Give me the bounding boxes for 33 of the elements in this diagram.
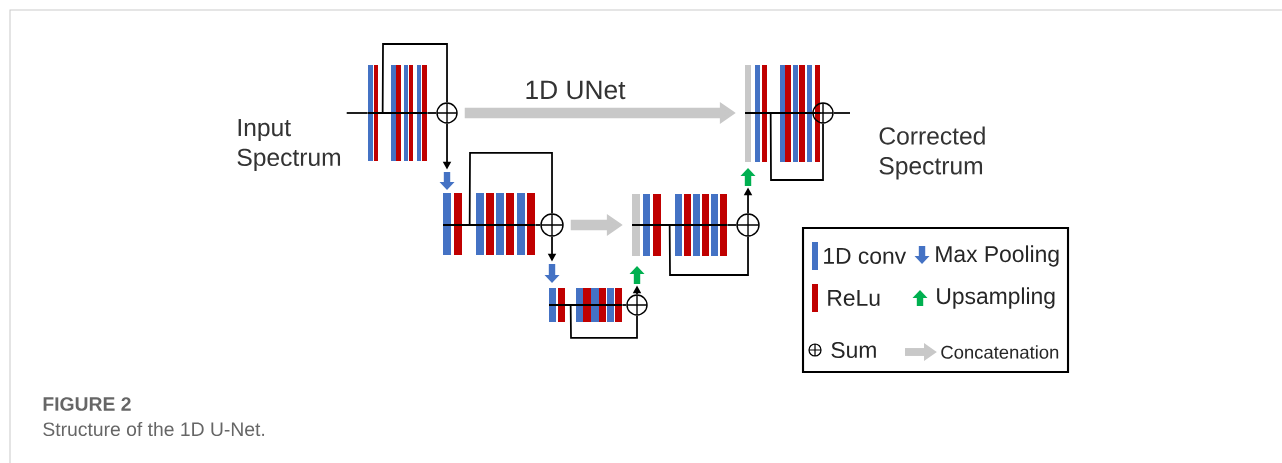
legend-label: Upsampling	[937, 287, 1055, 309]
conv-block-drawing	[740, 65, 821, 186]
connector-line	[569, 304, 638, 339]
figure-number: FIGURE 2	[43, 397, 131, 411]
legend-label: Max Pooling	[936, 245, 1059, 267]
connector-line	[811, 112, 822, 114]
conv-block-drawing	[367, 65, 428, 161]
connector-line	[769, 112, 824, 181]
connector-line	[832, 112, 851, 114]
caption: Structure of the 1D U-Net.	[43, 421, 265, 437]
conv-block-drawing	[544, 264, 623, 322]
legend-label: 1D conv	[824, 248, 907, 264]
legend-label: Concatenation	[941, 345, 1059, 359]
legend-label: ReLu	[828, 290, 880, 306]
sum-circle	[436, 102, 458, 124]
sum-circle	[626, 294, 648, 316]
connector-line	[468, 152, 553, 226]
io-label: Input Spectrum	[237, 119, 340, 171]
connector-line	[345, 112, 369, 114]
connector-line	[668, 224, 749, 276]
connector-line	[621, 304, 628, 306]
legend-label: Sum	[831, 341, 876, 359]
io-label: Corrected Spectrum	[879, 126, 985, 180]
sum-circle	[812, 102, 834, 124]
conv-block-drawing	[629, 194, 728, 284]
conv-block-drawing	[439, 172, 536, 255]
diagram-label: 1D UNet	[526, 80, 626, 100]
sum-circle	[540, 213, 564, 237]
connector-line	[426, 112, 438, 114]
sum-circle	[736, 213, 760, 237]
connector-line	[726, 224, 738, 226]
connector-line	[534, 224, 542, 226]
connector-line	[381, 43, 448, 114]
